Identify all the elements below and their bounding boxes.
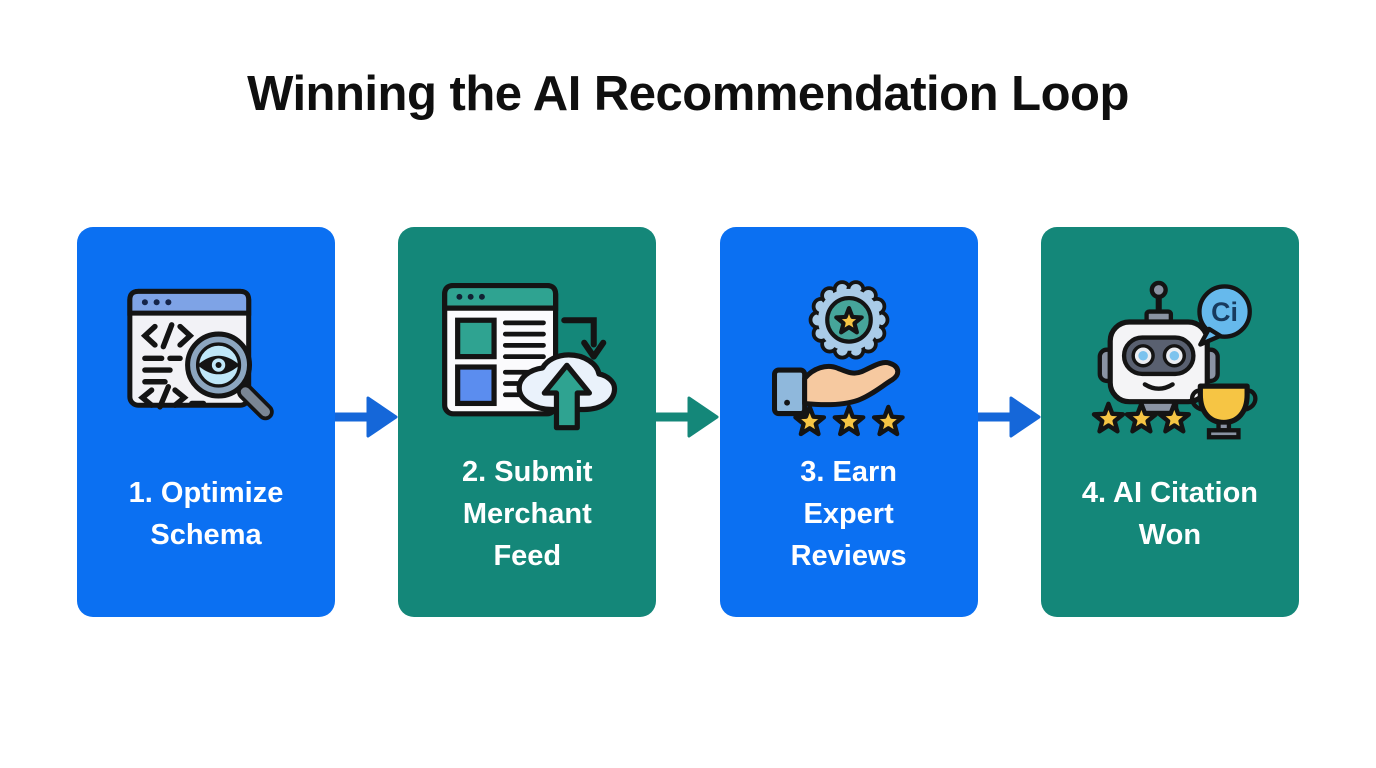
citation-bubble-text: Ci [1211,297,1238,327]
schema-code-magnifier-icon [96,267,316,447]
flow-arrow-right-icon [977,393,1041,441]
process-flow: 1. Optimize Schema [77,227,1299,617]
robot-citation-trophy-icon: Ci [1060,267,1280,447]
step-card-optimize-schema: 1. Optimize Schema [77,227,335,617]
step-label: 3. Earn Expert Reviews [790,455,907,573]
page-title: Winning the AI Recommendation Loop [247,67,1129,121]
step-card-ai-citation-won: Ci 4. AI Citation Won [1040,227,1299,617]
hand-award-stars-icon [739,267,959,447]
step-label: 4. AI Citation Won [1081,476,1259,551]
merchant-feed-cloud-upload-icon [417,267,637,447]
step-label: 1. Optimize Schema [128,476,284,551]
flow-arrow-right-icon [335,393,398,441]
step-card-merchant-feed: 2. Submit Merchant Feed [398,227,657,617]
step-label: 2. Submit Merchant Feed [462,455,593,573]
step-card-expert-reviews: 3. Earn Expert Reviews [719,227,978,617]
flow-arrow-right-icon [656,393,719,441]
